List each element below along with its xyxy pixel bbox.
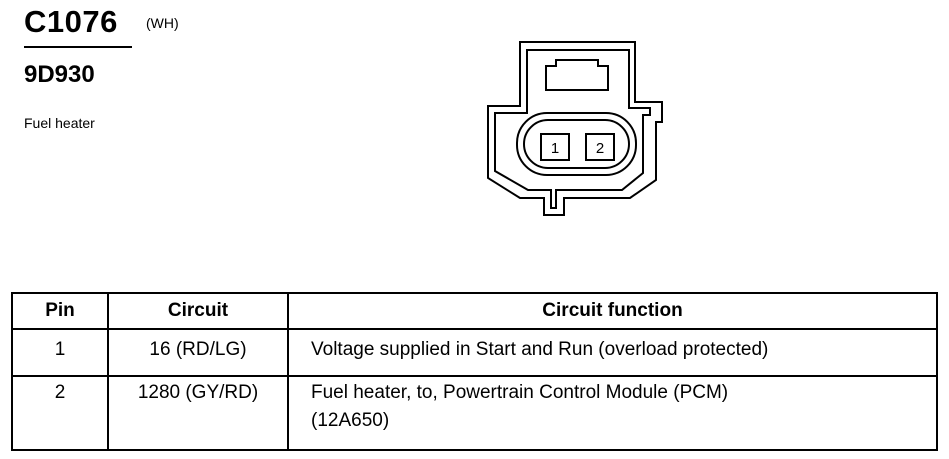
cell-pin: 2 bbox=[11, 375, 109, 451]
function-line: Fuel heater, to, Powertrain Control Modu… bbox=[311, 382, 729, 403]
cell-circuit-function: Voltage supplied in Start and Run (overl… bbox=[287, 328, 938, 377]
pin-label-2: 2 bbox=[596, 140, 604, 157]
table-header-row: Pin Circuit Circuit function bbox=[11, 292, 938, 330]
table-row: 1 16 (RD/LG) Voltage supplied in Start a… bbox=[11, 328, 938, 377]
pin-label-1: 1 bbox=[551, 140, 559, 157]
cell-circuit: 1280 (GY/RD) bbox=[107, 375, 289, 451]
pin-box-2 bbox=[585, 133, 615, 161]
function-line: Voltage supplied in Start and Run (overl… bbox=[311, 339, 769, 360]
table-row: 2 1280 (GY/RD) Fuel heater, to, Powertra… bbox=[11, 375, 938, 451]
header-circuit: Circuit bbox=[107, 292, 289, 330]
pin-table: Pin Circuit Circuit function 1 16 (RD/LG… bbox=[11, 292, 938, 451]
title-underline bbox=[24, 46, 132, 48]
cell-circuit: 16 (RD/LG) bbox=[107, 328, 289, 377]
cell-pin: 1 bbox=[11, 328, 109, 377]
connector-color: (WH) bbox=[146, 15, 179, 31]
header-circuit-function: Circuit function bbox=[287, 292, 938, 330]
connector-id: C1076 bbox=[24, 4, 118, 39]
connector-face-diagram: 1 2 bbox=[487, 41, 663, 216]
cell-circuit-function: Fuel heater, to, Powertrain Control Modu… bbox=[287, 375, 938, 451]
part-number: 9D930 bbox=[24, 61, 95, 88]
pin-box-1 bbox=[540, 133, 570, 161]
connector-lock-tab bbox=[545, 59, 609, 91]
function-line: (12A650) bbox=[311, 410, 390, 431]
component-name: Fuel heater bbox=[24, 115, 95, 131]
header-pin: Pin bbox=[11, 292, 109, 330]
